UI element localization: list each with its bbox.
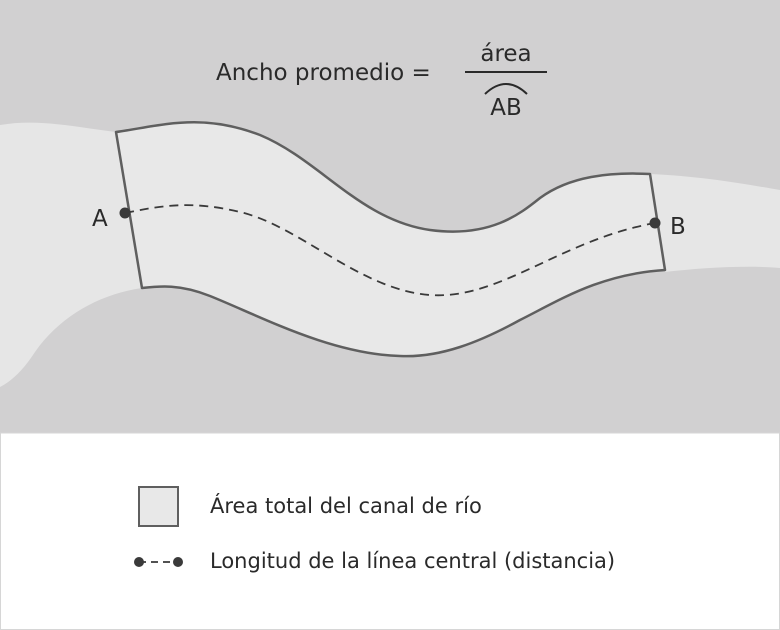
channel-area — [114, 121, 667, 358]
formula-lhs: Ancho promedio = — [216, 60, 431, 86]
river-water — [0, 122, 142, 387]
legend-area-label: Área total del canal de río — [210, 494, 482, 518]
centerline — [124, 204, 656, 297]
legend-end-marker — [173, 557, 183, 567]
legend-start-marker — [134, 557, 144, 567]
point-b-marker — [649, 217, 661, 229]
point-a-marker — [119, 207, 131, 219]
point-b-label: B — [670, 214, 686, 240]
arc-symbol — [484, 83, 528, 95]
legend-area-swatch — [138, 486, 179, 527]
legend-panel — [0, 432, 780, 630]
point-a-label: A — [92, 206, 108, 232]
legend-centerline-label: Longitud de la línea central (distancia) — [210, 549, 616, 573]
formula-numerator: área — [480, 41, 531, 67]
river-water-right — [650, 174, 780, 272]
formula-denominator: AB — [490, 95, 522, 121]
